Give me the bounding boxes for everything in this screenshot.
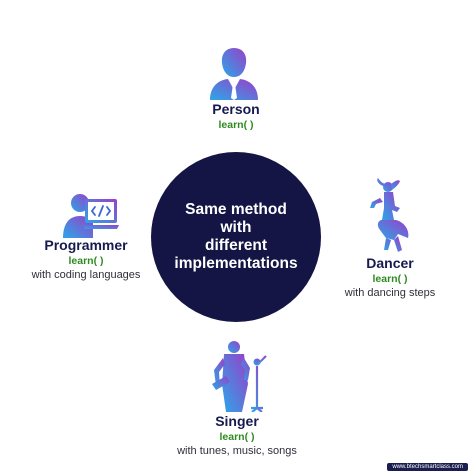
- node-person: Person learn( ): [196, 101, 276, 132]
- node-description: with coding languages: [31, 269, 141, 281]
- singer-microphone-icon: [212, 341, 267, 412]
- node-method: learn( ): [372, 273, 408, 285]
- node-method: learn( ): [219, 431, 255, 443]
- center-text-line: with: [220, 219, 252, 236]
- node-description: with tunes, music, songs: [177, 445, 297, 457]
- center-text-line: different: [205, 237, 267, 254]
- person-suit-icon: [210, 48, 258, 100]
- node-title: Singer: [215, 413, 259, 429]
- watermark: www.btechsmartclass.com: [387, 463, 468, 471]
- center-circle: Same method with different implementatio…: [151, 152, 321, 322]
- node-method: learn( ): [218, 119, 254, 131]
- node-description: with dancing steps: [344, 287, 436, 299]
- node-programmer: Programmer learn( ) with coding language…: [20, 237, 152, 282]
- dancer-icon: [370, 178, 409, 252]
- node-method: learn( ): [68, 255, 104, 267]
- node-singer: Singer learn( ) with tunes, music, songs: [165, 413, 309, 458]
- node-title: Programmer: [44, 237, 128, 253]
- programmer-laptop-icon: [63, 194, 119, 238]
- center-text: Same method with different implementatio…: [161, 201, 311, 273]
- node-title: Dancer: [366, 255, 414, 271]
- node-dancer: Dancer learn( ) with dancing steps: [330, 255, 450, 300]
- center-text-line: Same method: [185, 201, 287, 218]
- node-title: Person: [212, 101, 260, 117]
- center-text-line: implementations: [174, 255, 298, 272]
